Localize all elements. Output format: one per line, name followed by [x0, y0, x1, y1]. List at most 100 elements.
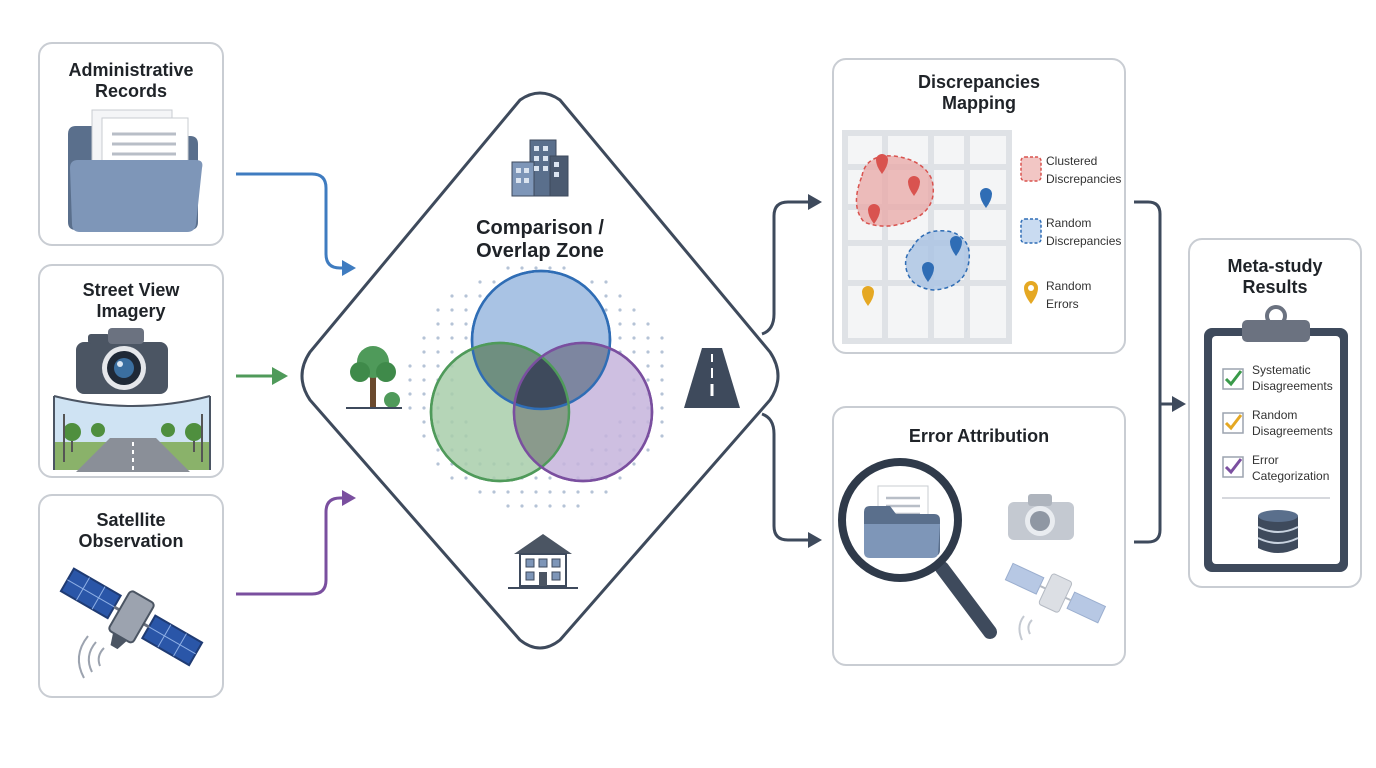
halo-dot [660, 364, 664, 368]
halo-dot [422, 434, 426, 438]
halo-dot [464, 476, 468, 480]
halo-dot [450, 336, 454, 340]
halo-dot [408, 364, 412, 368]
legend-swatch-random-discrepancies [1020, 218, 1042, 244]
house-icon [508, 534, 578, 589]
halo-dot [450, 322, 454, 326]
database-icon [1257, 510, 1299, 553]
halo-dot [422, 378, 426, 382]
road-icon [684, 348, 740, 408]
discrepancy-map [842, 130, 1012, 344]
halo-dot [646, 364, 650, 368]
halo-dot [548, 490, 552, 494]
halo-dot [478, 490, 482, 494]
halo-dot [660, 378, 664, 382]
satellite-icon [59, 567, 204, 679]
legend-swatch-clustered [1020, 156, 1042, 182]
halo-dot [408, 378, 412, 382]
halo-dot [492, 280, 496, 284]
halo-dot [562, 504, 566, 508]
folder-icon [68, 109, 203, 232]
magnifier-folder-icon [838, 458, 997, 639]
halo-dot [436, 350, 440, 354]
error-attribution-card: Error Attribution [832, 406, 1126, 666]
check-icon-systematic [1222, 368, 1244, 390]
halo-dot [422, 350, 426, 354]
halo-dot [646, 336, 650, 340]
halo-dot [646, 448, 650, 452]
satellite-faded-icon [1004, 562, 1107, 641]
halo-dot [562, 490, 566, 494]
halo-dot [506, 266, 510, 270]
halo-dot [660, 434, 664, 438]
halo-dot [436, 448, 440, 452]
halo-dot [548, 266, 552, 270]
halo-dot [422, 336, 426, 340]
halo-dot [604, 490, 608, 494]
camera-icon [76, 328, 168, 394]
halo-dot [492, 490, 496, 494]
halo-dot [506, 504, 510, 508]
street-scene-icon [53, 395, 211, 472]
halo-dot [618, 294, 622, 298]
halo-dot [604, 280, 608, 284]
halo-dot [422, 364, 426, 368]
halo-dot [464, 294, 468, 298]
halo-dot [422, 406, 426, 410]
halo-dot [534, 490, 538, 494]
halo-dot [450, 294, 454, 298]
camera-faded-icon [1008, 494, 1074, 540]
halo-dot [478, 280, 482, 284]
halo-dot [604, 294, 608, 298]
halo-dot [618, 476, 622, 480]
halo-dot [660, 406, 664, 410]
halo-dot [436, 462, 440, 466]
halo-dot [576, 504, 580, 508]
halo-dot [646, 378, 650, 382]
halo-dot [590, 490, 594, 494]
halo-dot [534, 476, 538, 480]
halo-dot [436, 322, 440, 326]
halo-dot [436, 308, 440, 312]
halo-dot [660, 350, 664, 354]
halo-dot [520, 266, 524, 270]
halo-dot [618, 336, 622, 340]
halo-dot [632, 336, 636, 340]
halo-dot [408, 392, 412, 396]
halo-dot [478, 294, 482, 298]
halo-dot [450, 308, 454, 312]
halo-dot [660, 336, 664, 340]
halo-dot [520, 490, 524, 494]
halo-dot [436, 336, 440, 340]
halo-dot [632, 322, 636, 326]
halo-dot [464, 336, 468, 340]
halo-dot [632, 462, 636, 466]
halo-dot [576, 490, 580, 494]
halo-dot [660, 420, 664, 424]
halo-dot [632, 308, 636, 312]
halo-dot [464, 308, 468, 312]
halo-dot [660, 392, 664, 396]
halo-dot [604, 308, 608, 312]
halo-dot [618, 308, 622, 312]
halo-dot [506, 490, 510, 494]
